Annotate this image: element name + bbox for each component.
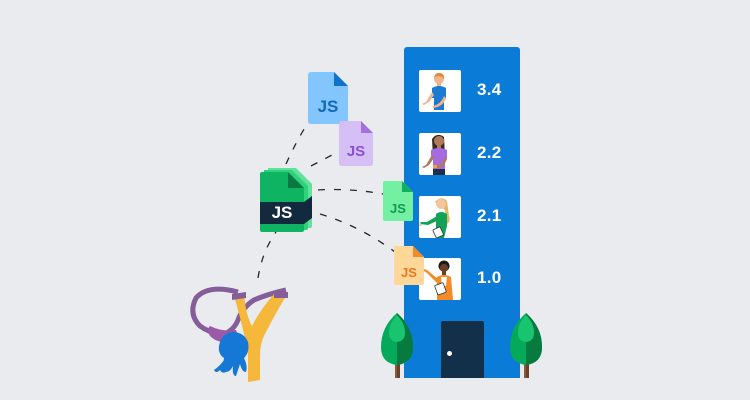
door-knob: [447, 351, 452, 356]
person-orange-jacket-portrait: [419, 258, 461, 300]
floor-2-2: 2.2: [419, 133, 516, 175]
js-file-blue-icon: JS: [308, 72, 348, 124]
floor-1-0: 1.0: [419, 258, 516, 300]
file-label: JS: [317, 97, 339, 116]
js-file-green-icon: JS: [383, 181, 413, 221]
js-file-orange-icon: JS: [394, 246, 424, 285]
version-label: 2.2: [477, 143, 502, 162]
person-blue-shirt-portrait: [419, 70, 461, 112]
tree-left-icon: [381, 313, 413, 378]
tree-right-icon: [510, 313, 542, 378]
js-file-stack-icon: JS: [260, 168, 312, 232]
slingshot-octopus-icon: [188, 280, 294, 382]
file-label: JS: [271, 203, 293, 222]
person-green-shirt-portrait: [419, 196, 461, 238]
js-file-purple-icon: JS: [339, 121, 373, 166]
building-door: [441, 321, 484, 378]
floor-2-1: 2.1: [419, 196, 516, 238]
file-label: JS: [346, 143, 366, 160]
version-label: 2.1: [477, 206, 502, 225]
file-label: JS: [390, 201, 406, 216]
version-label: 3.4: [477, 80, 502, 99]
floor-3-4: 3.4: [419, 70, 516, 112]
person-purple-shirt-portrait: [419, 133, 461, 175]
version-building: 3.4 2.2: [404, 47, 520, 378]
version-label: 1.0: [477, 268, 502, 287]
file-label: JS: [401, 265, 417, 280]
